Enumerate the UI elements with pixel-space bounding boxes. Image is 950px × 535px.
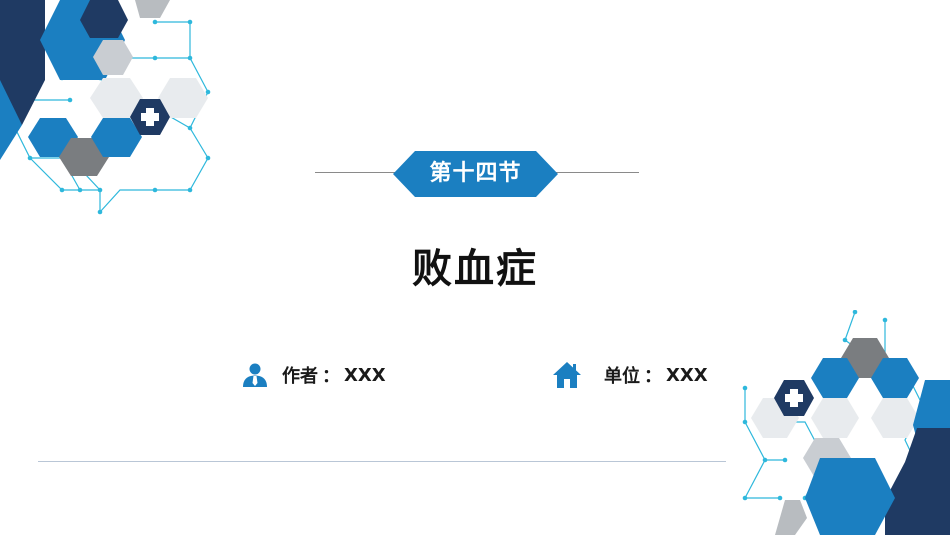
section-badge: 第十四节	[393, 151, 558, 197]
home-icon	[553, 362, 581, 388]
unit-value: XXX	[666, 364, 708, 386]
section-rule-left	[315, 172, 395, 173]
medical-cross-icon	[130, 99, 170, 135]
author-separator: ：	[322, 366, 340, 387]
section-label: 第十四节	[429, 161, 522, 186]
author-value: XXX	[344, 364, 386, 386]
unit-label: 单位	[604, 366, 640, 387]
author-label: 作者	[282, 366, 318, 387]
hexagon-decoration-top-left	[0, 0, 211, 215]
author-info: 作者 ： XXX	[242, 360, 386, 390]
bottom-divider	[38, 461, 726, 462]
medical-cross-icon	[774, 380, 814, 416]
section-rule-right	[555, 172, 639, 173]
page-title: 败血症	[412, 246, 538, 292]
section-badge-shape	[393, 151, 558, 197]
user-icon	[243, 363, 267, 387]
unit-separator: ：	[644, 366, 662, 387]
hexagon-decoration-bottom-right	[742, 310, 950, 535]
unit-info: 单位 ： XXX	[552, 360, 708, 390]
